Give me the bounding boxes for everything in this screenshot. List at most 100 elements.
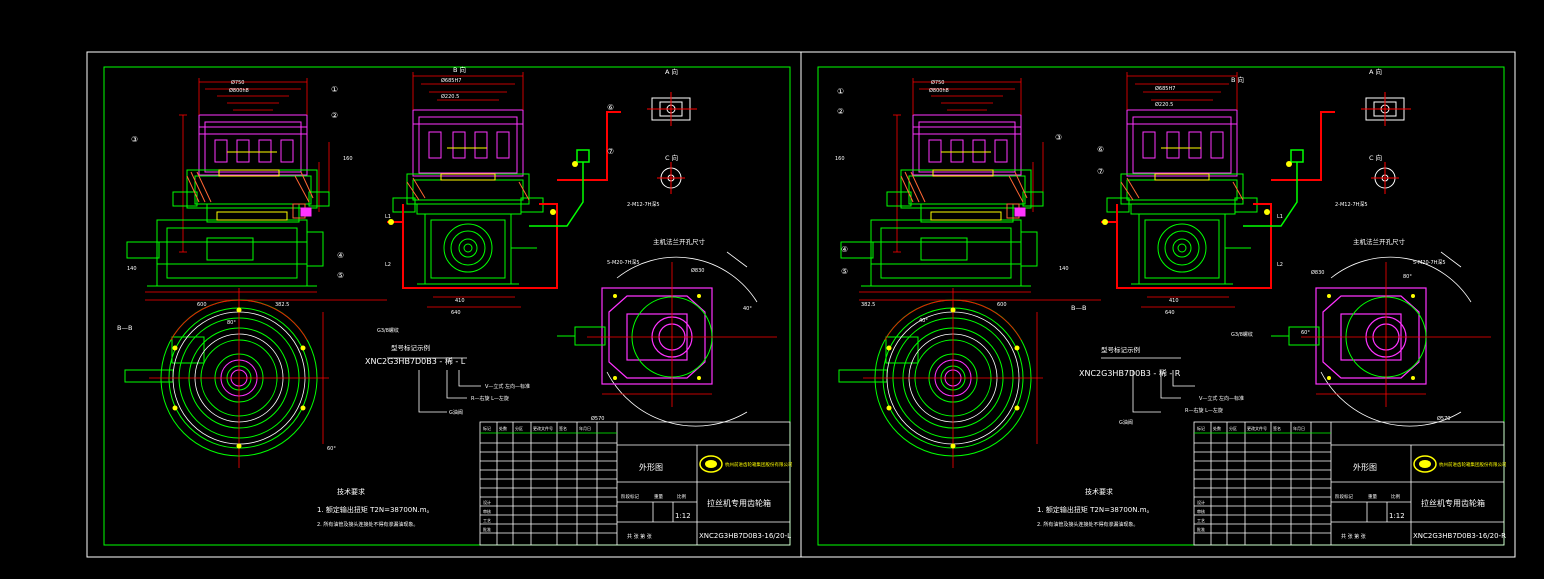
- tb-col-3: 分区: [1229, 425, 1237, 431]
- tech-heading: 技术要求: [1085, 487, 1113, 496]
- view-a-label: A 向: [1369, 67, 1382, 76]
- dim-d570: Ø570: [591, 415, 604, 422]
- tb-col-4: 更改文件号: [1247, 425, 1267, 431]
- dim-d570: Ø570: [1437, 415, 1450, 422]
- dim-d220: Ø220.5: [441, 93, 459, 100]
- view-bb-label: B—B: [117, 324, 132, 332]
- dim-d600: 600: [197, 302, 207, 308]
- dim-d160: 160: [835, 156, 845, 162]
- balloon-7: ⑦: [607, 147, 614, 156]
- tb-drawing-name: 外形图: [639, 462, 663, 472]
- dim-d140: 140: [1059, 266, 1069, 272]
- balloon-1: ①: [331, 85, 338, 94]
- tb-row-2: 审核: [1197, 508, 1205, 514]
- dim-d160: 160: [343, 156, 353, 162]
- tb-scale-label: 比例: [677, 493, 686, 500]
- tb-scale: 1:12: [1389, 512, 1405, 520]
- tb-sheet-label: 共 张 第 张: [627, 533, 652, 540]
- tb-stage-label: 阶段标记: [1335, 493, 1353, 500]
- tb-row-1: 设计: [483, 499, 491, 505]
- tb-drawing-name: 外形图: [1353, 462, 1377, 472]
- view-c-label: C 向: [665, 153, 678, 162]
- dim-d640: 640: [451, 310, 461, 316]
- sheet-left: B 向 A 向 C 向 B—B 主机法兰开孔尺寸 型号标记示例 XNC2G3HB…: [86, 51, 802, 558]
- dim-d685: Ø685H7: [1155, 85, 1175, 92]
- model-code: XNC2G3HB7D0B3 - 稀 - R: [1079, 368, 1181, 378]
- tb-stage-label: 阶段标记: [621, 493, 639, 500]
- tb-product: 拉丝机专用齿轮箱: [1421, 498, 1485, 508]
- dim-m20: 5-M20-7H深5: [1413, 259, 1446, 266]
- tb-col-6: 年月日: [1293, 425, 1305, 431]
- dim-m12: 2-M12-7H深5: [1335, 201, 1368, 208]
- model-code: XNC2G3HB7D0B3 - 稀 - L: [365, 356, 466, 366]
- key-l1: L1: [1277, 214, 1283, 220]
- tb-weight-label: 重量: [654, 493, 663, 500]
- tb-weight-label: 重量: [1368, 493, 1377, 500]
- dim-d830: Ø830: [1311, 269, 1324, 276]
- tech-req-1: 1. 额定输出扭矩 T2N=38700N.m。: [317, 505, 434, 514]
- dim-d220: Ø220.5: [1155, 101, 1173, 108]
- tb-col-5: 签名: [1273, 425, 1281, 431]
- dim-d410: 410: [455, 298, 465, 304]
- tb-drawing-no: XNC2G3HB7D0B3-16/20-R: [1413, 532, 1506, 540]
- dim-d600: 600: [997, 302, 1007, 308]
- balloon-6: ⑥: [607, 103, 614, 112]
- tb-row-1: 设计: [1197, 499, 1205, 505]
- balloon-7: ⑦: [1097, 167, 1104, 176]
- view-bb-label: B—B: [1071, 304, 1086, 312]
- dim-m12: 2-M12-7H深5: [627, 201, 660, 208]
- tech-req-1: 1. 额定输出扭矩 T2N=38700N.m。: [1037, 505, 1154, 514]
- tb-col-3: 分区: [515, 425, 523, 431]
- tb-col-2: 处数: [499, 425, 507, 431]
- suffix-line-2: R—右旋 L—左旋: [1185, 407, 1223, 414]
- suffix-line-2: R—右旋 L—左旋: [471, 395, 509, 402]
- dim-d800: Ø800h8: [229, 87, 249, 94]
- tb-col-1: 标记: [1197, 425, 1205, 431]
- tb-drawing-no: XNC2G3HB7D0B3-16/20-L: [699, 532, 791, 540]
- key-l2: L2: [1277, 262, 1283, 268]
- suffix-line-1: V—立式 左向—标准: [485, 383, 530, 390]
- tb-col-4: 更改文件号: [533, 425, 553, 431]
- balloon-2: ②: [837, 107, 844, 116]
- title-block: 标记 处数 分区 更改文件号 签名 年月日 设计 审核 工艺 批准 外形图 杭州…: [483, 425, 793, 540]
- tb-col-1: 标记: [483, 425, 491, 431]
- tb-row-3: 工艺: [483, 518, 491, 523]
- tb-row-3: 工艺: [1197, 518, 1205, 523]
- dim-ang60: 60°: [1301, 330, 1310, 336]
- tb-row-2: 审核: [483, 508, 491, 514]
- flange-note: 主机法兰开孔尺寸: [1353, 237, 1406, 246]
- tb-scale: 1:12: [675, 512, 691, 520]
- dim-d382: 382.5: [275, 302, 289, 308]
- balloon-3: ③: [1055, 133, 1062, 142]
- tb-col-6: 年月日: [579, 425, 591, 431]
- dim-g: G3/8螺纹: [1231, 331, 1253, 338]
- dim-ang60: 60°: [327, 446, 336, 452]
- balloon-3: ③: [131, 135, 138, 144]
- suffix-line-1: V—立式 左向—标准: [1199, 395, 1244, 402]
- dim-d750: Ø750: [931, 79, 944, 86]
- dim-d382: 382.5: [861, 302, 875, 308]
- tb-row-4: 批准: [1197, 526, 1205, 532]
- dim-d640: 640: [1165, 310, 1175, 316]
- dim-g: G3/8螺纹: [377, 327, 399, 334]
- dim-ang80: 80°: [1403, 274, 1412, 280]
- title-block: 标记 处数 分区 更改文件号 签名 年月日 设计 审核 工艺 批准 外形图 杭州…: [1197, 425, 1507, 540]
- dim-ang40: 40°: [919, 318, 928, 324]
- dim-m20: 5-M20-7H深5: [607, 259, 640, 266]
- dim-d410: 410: [1169, 298, 1179, 304]
- tb-product: 拉丝机专用齿轮箱: [707, 498, 771, 508]
- view-b-label: B 向: [1231, 75, 1244, 84]
- tb-scale-label: 比例: [1391, 493, 1400, 500]
- dim-d750: Ø750: [231, 79, 244, 86]
- tb-col-5: 签名: [559, 425, 567, 431]
- balloon-4: ④: [841, 245, 848, 254]
- flange-note: 主机法兰开孔尺寸: [653, 237, 706, 246]
- balloon-2: ②: [331, 111, 338, 120]
- dim-d830: Ø830: [691, 267, 704, 274]
- tb-sheet-label: 共 张 第 张: [1341, 533, 1366, 540]
- dim-d685: Ø685H7: [441, 77, 461, 84]
- suffix-line-3: G油阀: [1119, 419, 1133, 426]
- balloon-5: ⑤: [337, 271, 344, 280]
